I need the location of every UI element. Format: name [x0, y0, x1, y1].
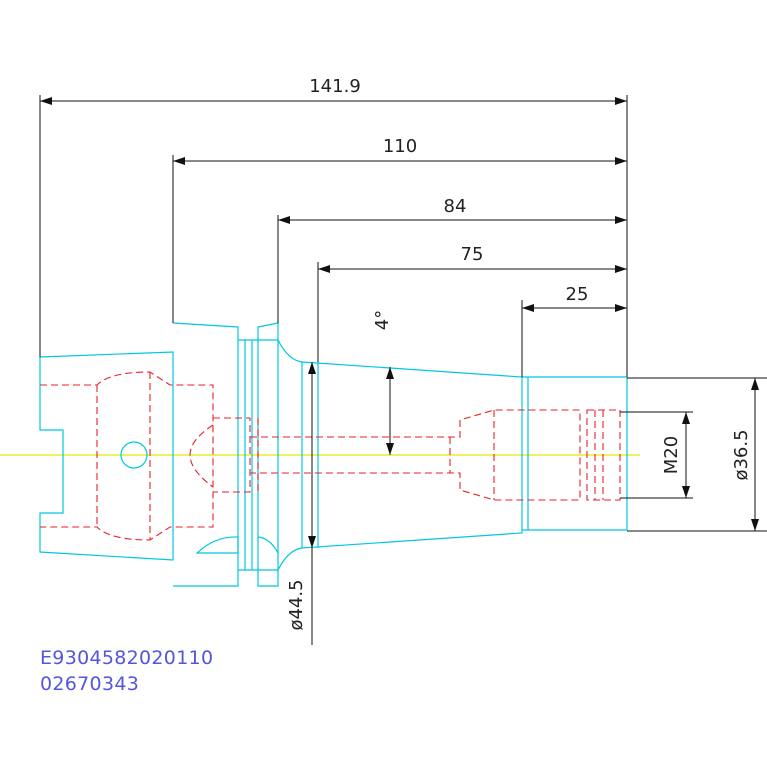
part-outline — [39, 322, 628, 587]
part-code-line-2: 02670343 — [40, 673, 140, 695]
part-code-line-1: E9304582020110 — [40, 647, 214, 669]
hidden-features — [40, 371, 621, 541]
cross-hole — [120, 441, 148, 469]
drive-slot — [195, 536, 239, 554]
dim-text-110: 110 — [383, 136, 417, 157]
dimension-lines — [39, 95, 767, 645]
dim-text-dia-36-5: ø36.5 — [731, 429, 752, 480]
dim-text-25: 25 — [566, 284, 589, 305]
dim-text-m20: M20 — [661, 436, 682, 474]
dim-text-75: 75 — [461, 244, 484, 265]
dim-text-dia-44-5: ø44.5 — [286, 579, 307, 630]
flange-outline — [172, 322, 239, 587]
dim-text-angle: 4° — [372, 310, 393, 330]
dim-text-84: 84 — [444, 196, 467, 217]
shank-outline — [39, 351, 174, 561]
nose-outline — [301, 361, 523, 549]
dim-text-141-9: 141.9 — [309, 76, 361, 97]
